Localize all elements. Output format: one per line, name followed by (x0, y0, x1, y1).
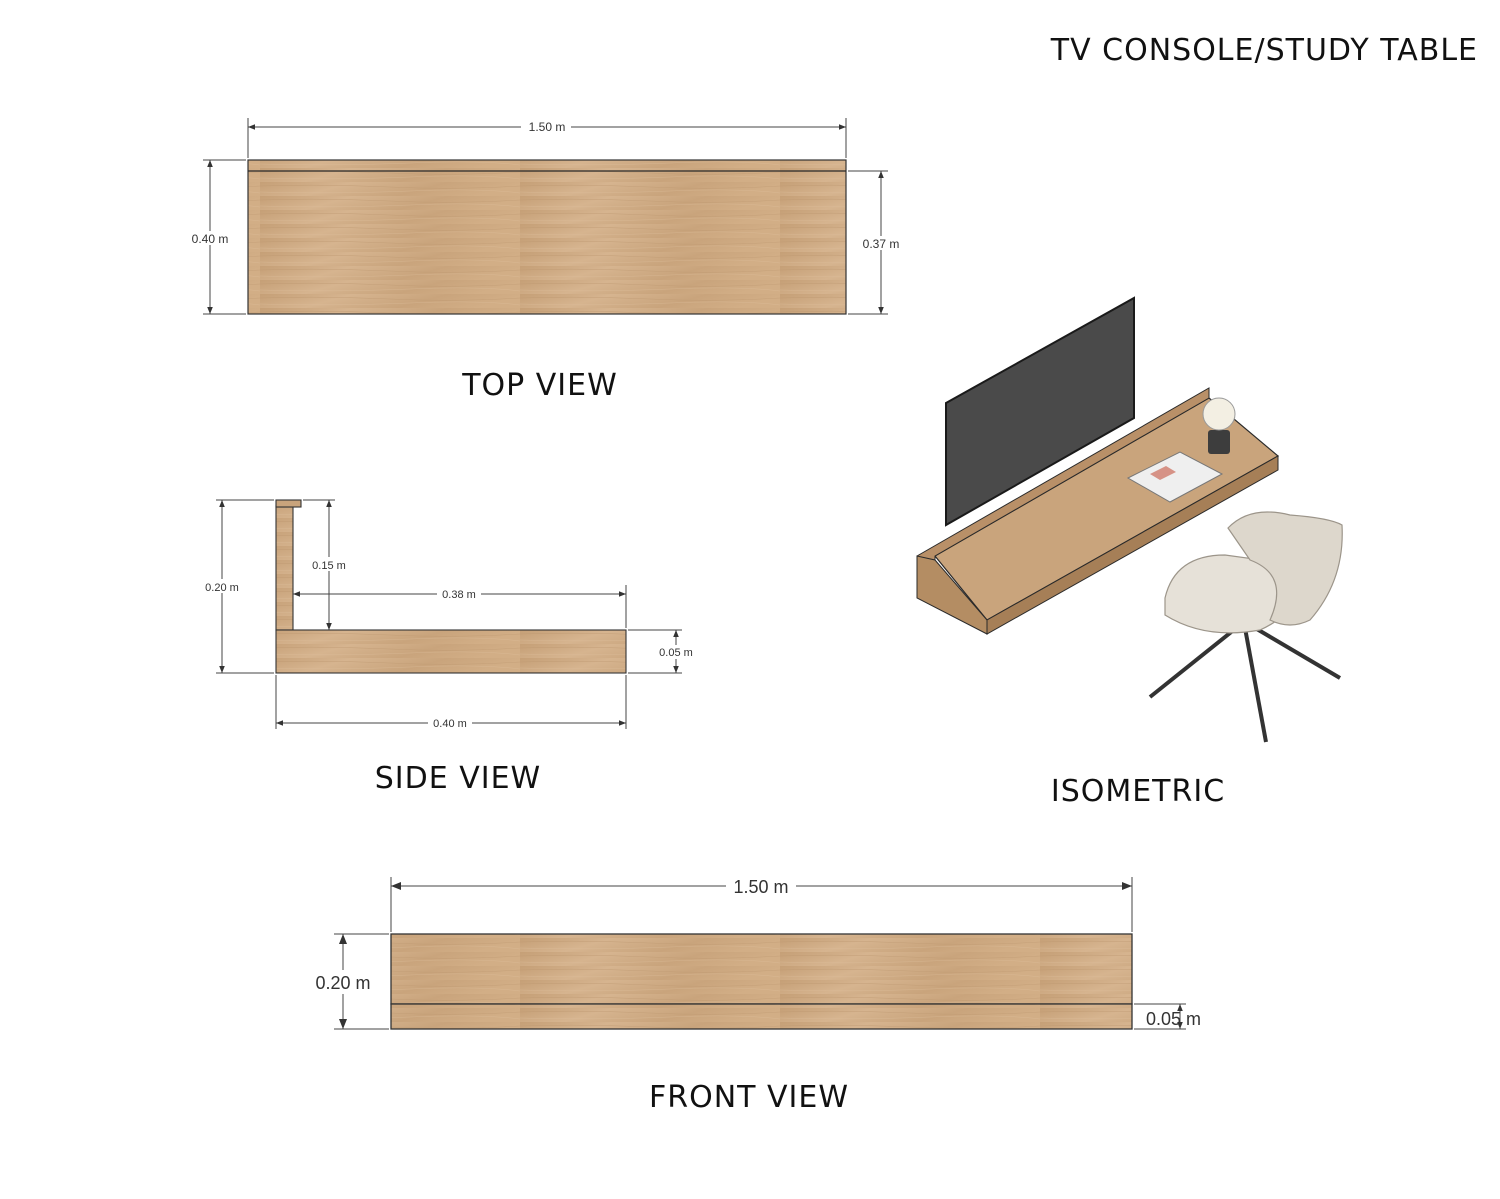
top-view: 1.50 m 0.40 m 0.37 m TOP VIEW (185, 118, 907, 403)
iso-chair-leg (1248, 623, 1342, 680)
side-view-back-height-label: 0.15 m (312, 560, 346, 572)
iso-lamp-base (1208, 430, 1230, 454)
front-view-thickness-label: 0.05 m (1146, 1009, 1201, 1029)
front-view-base (390, 1003, 1133, 1030)
front-view-title: FRONT VIEW (649, 1080, 849, 1115)
top-view-width-label: 1.50 m (529, 120, 566, 134)
side-view-back-cap (275, 499, 302, 508)
side-view: 0.20 m 0.15 m 0.38 m 0.05 m 0.40 m SIDE … (200, 499, 698, 796)
front-view-height-label: 0.20 m (315, 973, 370, 993)
top-view-board (247, 159, 847, 315)
iso-chair-leg (1243, 627, 1268, 743)
side-view-back-panel (275, 505, 294, 631)
front-view: 1.50 m 0.20 m 0.05 m FRONT VIEW (306, 874, 1201, 1115)
side-view-height-label: 0.20 m (205, 582, 239, 594)
side-view-base (275, 629, 627, 674)
iso-chair-back (1227, 511, 1343, 626)
side-view-title: SIDE VIEW (375, 761, 541, 796)
side-view-depth-label: 0.40 m (433, 718, 467, 730)
iso-shelf-left-end (916, 555, 988, 635)
iso-chair-leg (1148, 623, 1242, 699)
front-view-width-label: 1.50 m (733, 877, 788, 897)
iso-chair (1148, 511, 1343, 743)
iso-tv (945, 296, 1135, 527)
side-view-thickness-label: 0.05 m (659, 647, 693, 659)
top-view-title: TOP VIEW (461, 368, 618, 403)
top-view-depth-label: 0.40 m (192, 232, 229, 246)
iso-lamp-bulb (1202, 397, 1236, 431)
front-view-back-panel (390, 933, 1133, 1005)
side-view-inner-depth-label: 0.38 m (442, 589, 476, 601)
isometric-title: ISOMETRIC (1051, 774, 1225, 809)
top-view-inner-depth-label: 0.37 m (863, 237, 900, 251)
iso-book (1126, 451, 1224, 503)
isometric-view: ISOMETRIC (916, 296, 1343, 809)
sheet-title: TV CONSOLE/STUDY TABLE (1050, 33, 1478, 68)
iso-book-cover-art (1150, 466, 1176, 480)
